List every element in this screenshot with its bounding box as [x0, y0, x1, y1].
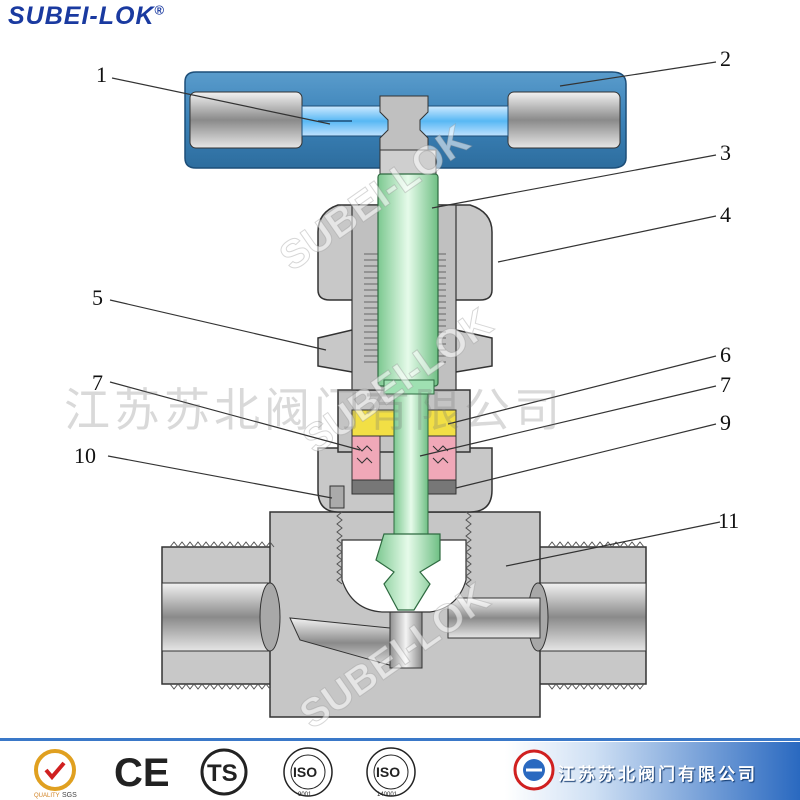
svg-text:ISO: ISO: [376, 764, 400, 780]
stem-tip: [375, 533, 441, 611]
ce-mark-icon: CE: [114, 751, 170, 795]
footer: QUALITY SGS CE TS ISO 9001 ISO 140001 江苏…: [0, 738, 800, 800]
callout-7b: 7: [720, 372, 731, 397]
brand-logo-text: SUBEI-LOK: [8, 2, 155, 30]
svg-text:ISO: ISO: [293, 764, 317, 780]
callout-4: 4: [720, 202, 731, 227]
callout-9: 9: [720, 410, 731, 435]
watermark-chinese-text: 江苏苏北阀门有限公司: [64, 383, 564, 437]
sgs-quality-icon: QUALITY SGS: [34, 749, 77, 799]
callout-1: 1: [96, 62, 107, 87]
ts-mark-icon: TS: [200, 748, 248, 796]
callout-3: 3: [720, 140, 731, 165]
callout-5: 5: [92, 285, 103, 310]
footer-divider: [0, 738, 800, 741]
callout-7a: 7: [92, 370, 103, 395]
svg-text:TS: TS: [207, 760, 238, 787]
valve-stem: [375, 95, 441, 611]
registered-mark: ®: [154, 2, 166, 18]
iso-14001-icon: ISO 140001: [366, 747, 416, 798]
callout-10: 10: [74, 443, 96, 468]
svg-text:CE: CE: [114, 751, 170, 795]
callout-11: 11: [718, 508, 739, 533]
company-logo-icon: [513, 749, 555, 791]
svg-text:140001: 140001: [377, 792, 398, 798]
callout-labels: 1 2 3 4 5 6 7 7 9 10 11: [74, 46, 739, 533]
company-name: 江苏苏北阀门有限公司: [558, 765, 758, 785]
callout-2: 2: [720, 46, 731, 71]
packing-right: [427, 435, 457, 481]
callout-6: 6: [720, 342, 731, 367]
packing-left: [351, 435, 381, 481]
iso-9001-icon: ISO 9001: [283, 747, 333, 798]
svg-text:QUALITY: QUALITY: [34, 793, 60, 799]
svg-text:9001: 9001: [298, 792, 312, 798]
leader-lines: [107, 61, 721, 567]
svg-text:SGS: SGS: [62, 792, 77, 799]
brand-logo: SUBEI-LOK®: [8, 2, 165, 31]
lock-pin: [329, 485, 345, 509]
